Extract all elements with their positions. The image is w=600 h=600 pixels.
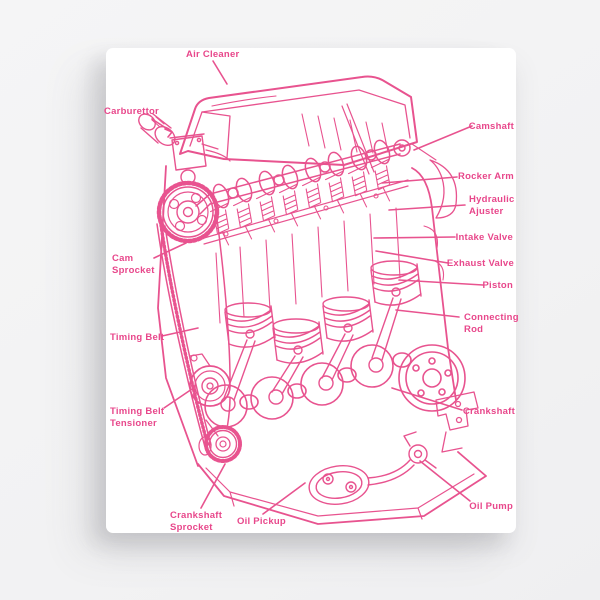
label-oil-pickup: Oil Pickup [237, 516, 286, 527]
label-air-cleaner: Air Cleaner [186, 49, 240, 60]
pistons [224, 260, 422, 364]
label-carburettor: Carburettor [104, 106, 160, 117]
label-hydraulic-ajuster: Hydraulic Ajuster [469, 194, 515, 217]
leader-lines [151, 60, 484, 515]
label-camshaft: Camshaft [468, 121, 514, 132]
label-oil-pump: Oil Pump [469, 501, 513, 512]
canvas-print: Air Cleaner Carburettor Camshaft Rocker … [104, 48, 519, 533]
label-connecting-rod: Connecting Rod [464, 312, 519, 335]
air-cleaner-cover [179, 75, 418, 175]
connecting-rods [220, 297, 402, 412]
oil-pan [197, 451, 487, 525]
label-intake-valve: Intake Valve [455, 232, 513, 243]
label-piston: Piston [482, 280, 513, 291]
label-exhaust-valve: Exhaust Valve [446, 258, 514, 269]
oil-pump-part [403, 431, 437, 469]
camshaft-part [195, 139, 411, 215]
crankshaft-part [204, 344, 466, 437]
label-timing-belt: Timing Belt [110, 332, 165, 343]
label-timing-belt-tensioner: Timing Belt Tensioner [110, 406, 165, 429]
label-rocker-arm: Rocker Arm [457, 171, 514, 182]
label-crankshaft: Crankshaft [462, 406, 515, 417]
label-cam-sprocket: Cam Sprocket [112, 253, 155, 276]
oil-pickup-part [308, 459, 415, 505]
engine-block [157, 143, 458, 467]
label-crankshaft-sprocket: Crankshaft Sprocket [170, 510, 223, 533]
mount-bracket [435, 391, 479, 453]
engine-line-art [138, 60, 487, 525]
